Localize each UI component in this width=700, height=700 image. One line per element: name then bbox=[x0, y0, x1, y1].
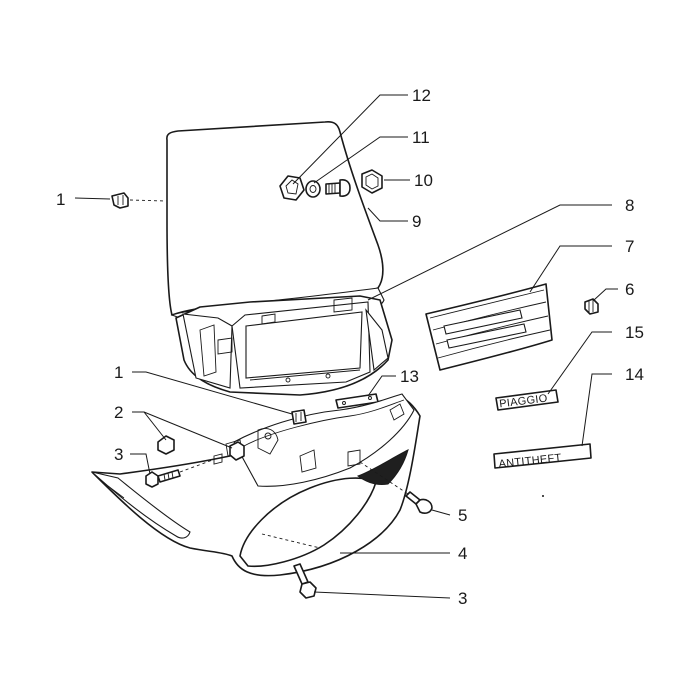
callout-11: 11 bbox=[412, 128, 430, 147]
nut-part-2-a bbox=[157, 435, 175, 455]
screw-part-3-bottom bbox=[293, 563, 317, 599]
leader-lines bbox=[74, 94, 618, 599]
antitheft-badge: ANTITHEFT bbox=[493, 443, 592, 471]
clip-part-1-mid bbox=[291, 409, 307, 425]
callout-14: 14 bbox=[625, 365, 644, 384]
screw-part-3-left bbox=[145, 469, 181, 488]
screw-axis-line-5 bbox=[359, 461, 409, 495]
callout-numbers: 1 12 11 10 9 8 7 6 15 14 13 1 2 3 5 4 3 bbox=[56, 86, 644, 608]
lock-nut-part-10 bbox=[361, 169, 383, 194]
screw-part-5 bbox=[405, 491, 433, 514]
callout-8: 8 bbox=[625, 196, 634, 215]
callout-1-top: 1 bbox=[56, 190, 65, 209]
callout-15: 15 bbox=[625, 323, 644, 342]
screw-axis-line-left bbox=[179, 457, 219, 473]
piaggio-badge-text: PIAGGIO bbox=[499, 393, 549, 411]
nut-part-2-b bbox=[229, 441, 245, 461]
callout-5: 5 bbox=[458, 506, 467, 525]
callout-10: 10 bbox=[414, 171, 433, 190]
lower-case-body-part-4 bbox=[91, 393, 421, 577]
callout-1-mid: 1 bbox=[114, 363, 123, 382]
reflector-part-7 bbox=[425, 283, 553, 371]
callout-3-left: 3 bbox=[114, 445, 123, 464]
callout-4: 4 bbox=[458, 544, 467, 563]
lock-housing-part-12 bbox=[279, 175, 305, 201]
callout-9: 9 bbox=[412, 212, 421, 231]
top-case-opening bbox=[175, 295, 393, 396]
clip-axis-line-top bbox=[129, 199, 166, 202]
callout-13: 13 bbox=[400, 367, 419, 386]
callout-3-bottom: 3 bbox=[458, 589, 467, 608]
washer-part-12 bbox=[305, 180, 321, 198]
callout-6: 6 bbox=[625, 280, 634, 299]
callout-2: 2 bbox=[114, 403, 123, 422]
callout-7: 7 bbox=[625, 237, 634, 256]
piaggio-badge: PIAGGIO bbox=[495, 389, 559, 411]
clip-part-1-top bbox=[111, 192, 129, 209]
callout-12: 12 bbox=[412, 86, 431, 105]
top-case-lid bbox=[166, 121, 385, 319]
screw-part-6 bbox=[584, 298, 599, 315]
screw-part-11 bbox=[325, 179, 351, 197]
scan-speck bbox=[541, 494, 545, 498]
